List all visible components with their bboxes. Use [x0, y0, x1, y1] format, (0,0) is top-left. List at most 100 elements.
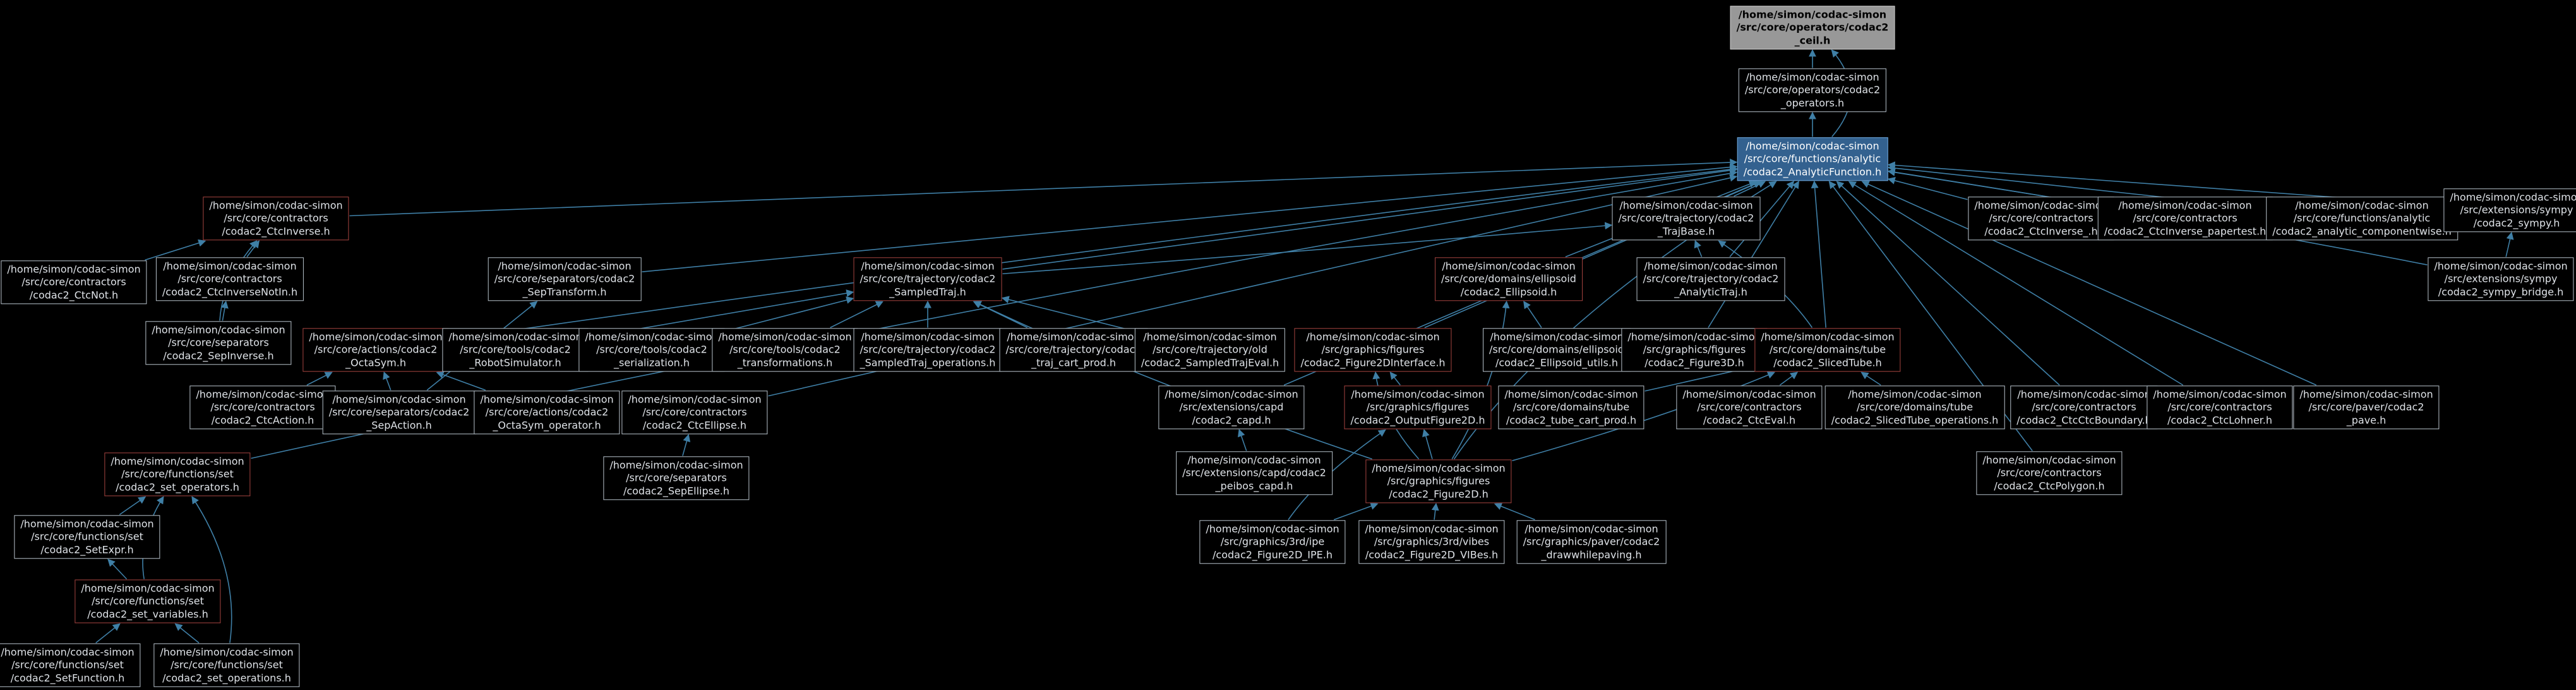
graph-node-trajcartprod[interactable]: /home/simon/codac-simon/src/core/traject…: [999, 328, 1148, 372]
graph-node-analyticfunction[interactable]: /home/simon/codac-simon/src/core/functio…: [1737, 137, 1888, 181]
graph-node-setvariables[interactable]: /home/simon/codac-simon/src/core/functio…: [75, 579, 221, 624]
include-edge-setvariables-to-setexpr: [107, 559, 128, 580]
node-path-line: /codac2_sympy_bridge.h: [2438, 286, 2564, 298]
include-edge-figure2d-to-ellipsoid: [1451, 300, 1510, 459]
graph-node-setfunction[interactable]: /home/simon/codac-simon/src/core/functio…: [0, 643, 141, 687]
node-path-line: /codac2_SlicedTube_operations.h: [1831, 414, 1999, 427]
graph-node-ctcctcboundary[interactable]: /home/simon/codac-simon/src/core/contrac…: [2010, 385, 2158, 430]
graph-node-slicedtube[interactable]: /home/simon/codac-simon/src/core/domains…: [1754, 328, 1901, 372]
graph-node-ctcaction[interactable]: /home/simon/codac-simon/src/core/contrac…: [189, 385, 336, 430]
graph-node-sampledtrajeval[interactable]: /home/simon/codac-simon/src/core/traject…: [1134, 328, 1286, 372]
graph-node-sampledtraj[interactable]: /home/simon/codac-simon/src/core/traject…: [853, 257, 1002, 301]
node-path-line: /codac2_SepInverse.h: [163, 349, 274, 362]
node-path-line: /src/core/functions/set: [31, 530, 143, 543]
node-path-line: /codac2_Figure2DInterface.h: [1300, 356, 1446, 369]
node-path-line: /home/simon/codac-simon: [2153, 388, 2287, 401]
node-path-line: _TrajBase.h: [1657, 225, 1715, 238]
include-edge-figure3d-to-analyticfunction: [1708, 180, 1799, 328]
graph-node-analyticcomponentwise[interactable]: /home/simon/codac-simon/src/core/functio…: [2266, 197, 2458, 241]
graph-node-trajbase[interactable]: /home/simon/codac-simon/src/core/traject…: [1612, 197, 1761, 241]
node-path-line: /src/core/operators/codac2: [1744, 83, 1881, 96]
node-path-line: /home/simon/codac-simon: [1007, 330, 1141, 343]
node-path-line: /codac2_SampledTrajEval.h: [1141, 356, 1279, 369]
node-path-line: /codac2_set_operations.h: [162, 672, 291, 684]
graph-node-septransform[interactable]: /home/simon/codac-simon/src/core/separat…: [488, 257, 642, 301]
node-path-line: /src/core/functions/set: [92, 595, 204, 607]
include-edge-ctcaction-to-octasym: [306, 372, 333, 386]
graph-node-capd[interactable]: /home/simon/codac-simon/src/extensions/c…: [1158, 385, 1305, 430]
graph-node-transformations[interactable]: /home/simon/codac-simon/src/core/tools/c…: [712, 328, 858, 372]
graph-node-sympy[interactable]: /home/simon/codac-simon/src/extensions/s…: [2443, 188, 2576, 233]
graph-node-pave[interactable]: /home/simon/codac-simon/src/core/paver/c…: [2293, 385, 2440, 430]
graph-node-figure3d[interactable]: /home/simon/codac-simon/src/graphics/fig…: [1621, 328, 1768, 372]
graph-node-sepinverse[interactable]: /home/simon/codac-simon/src/core/separat…: [145, 321, 292, 365]
graph-node-analytictraj[interactable]: /home/simon/codac-simon/src/core/traject…: [1636, 257, 1785, 301]
graph-node-ellipsoidutils[interactable]: /home/simon/codac-simon/src/core/domains…: [1483, 328, 1631, 372]
node-path-line: /codac2_AnalyticFunction.h: [1743, 166, 1882, 178]
node-path-line: /home/simon/codac-simon: [1372, 462, 1506, 475]
node-path-line: /codac2_SetFunction.h: [10, 672, 125, 684]
graph-node-ctcellipse[interactable]: /home/simon/codac-simon/src/core/contrac…: [621, 390, 768, 435]
node-path-line: /home/simon/codac-simon: [160, 646, 294, 658]
node-path-line: /home/simon/codac-simon: [111, 455, 244, 468]
graph-node-outputfigure2d[interactable]: /home/simon/codac-simon/src/graphics/fig…: [1344, 385, 1492, 430]
graph-node-drawwhilepaving[interactable]: /home/simon/codac-simon/src/graphics/pav…: [1516, 520, 1667, 564]
include-edge-figure2d-to-sampledtraj: [973, 301, 1372, 460]
node-path-line: /src/core/domains/tube: [1769, 343, 1886, 356]
graph-node-ceil[interactable]: /home/simon/codac-simon/src/core/operato…: [1730, 6, 1895, 50]
graph-node-robotsimulator[interactable]: /home/simon/codac-simon/src/core/tools/c…: [442, 328, 589, 372]
graph-node-operators[interactable]: /home/simon/codac-simon/src/core/operato…: [1738, 68, 1887, 112]
node-path-line: /src/core/trajectory/codac2: [860, 272, 996, 285]
node-path-line: /src/core/domains/ellipsoid: [1489, 343, 1624, 356]
node-path-line: /home/simon/codac-simon: [2450, 191, 2576, 203]
node-path-line: _pave.h: [2346, 414, 2387, 427]
node-path-line: /home/simon/codac-simon: [1143, 330, 1277, 343]
graph-node-sampledtrajops[interactable]: /home/simon/codac-simon/src/core/traject…: [853, 328, 1002, 372]
graph-node-sepaction[interactable]: /home/simon/codac-simon/src/core/separat…: [322, 390, 476, 435]
graph-node-ctceval[interactable]: /home/simon/codac-simon/src/core/contrac…: [1676, 385, 1823, 430]
node-path-line: _OctaSym_operator.h: [493, 419, 601, 432]
graph-node-octasymoperator[interactable]: /home/simon/codac-simon/src/core/actions…: [474, 390, 620, 435]
graph-node-setexpr[interactable]: /home/simon/codac-simon/src/core/functio…: [14, 515, 160, 559]
graph-node-setoperators[interactable]: /home/simon/codac-simon/src/core/functio…: [104, 452, 251, 497]
node-path-line: /src/core/contractors: [21, 275, 126, 288]
node-path-line: /src/core/contractors: [1697, 401, 1802, 413]
graph-node-sympybridge[interactable]: /home/simon/codac-simon/src/extensions/s…: [2428, 257, 2574, 301]
include-edge-transformations-to-sampledtraj: [830, 301, 884, 329]
include-edge-sampledtrajeval-to-sampledtraj: [1001, 296, 1135, 332]
include-edge-setfunction-to-setvariables: [95, 623, 121, 644]
graph-node-figure2dipe[interactable]: /home/simon/codac-simon/src/graphics/3rd…: [1199, 520, 1346, 564]
graph-node-ctcinverse[interactable]: /home/simon/codac-simon/src/core/contrac…: [203, 197, 349, 241]
node-path-line: /src/core/functions/set: [121, 468, 234, 480]
node-path-line: /home/simon/codac-simon: [448, 330, 582, 343]
node-path-line: /src/core/contractors: [2032, 401, 2136, 413]
node-path-line: /codac2_SlicedTube.h: [1773, 356, 1882, 369]
graph-node-peiboscapd[interactable]: /home/simon/codac-simon/src/extensions/c…: [1176, 451, 1333, 495]
graph-node-figure2dinterface[interactable]: /home/simon/codac-simon/src/graphics/fig…: [1294, 328, 1452, 372]
node-path-line: _serialization.h: [614, 356, 690, 369]
node-path-line: /codac2_CtcInverseNotIn.h: [162, 286, 298, 298]
graph-node-octasym[interactable]: /home/simon/codac-simon/src/core/actions…: [303, 328, 449, 372]
graph-node-ctcinversenotin[interactable]: /home/simon/codac-simon/src/core/contrac…: [155, 257, 304, 301]
node-path-line: /home/simon/codac-simon: [861, 330, 995, 343]
graph-node-figure2d[interactable]: /home/simon/codac-simon/src/graphics/fig…: [1365, 459, 1512, 504]
graph-node-sepellipse[interactable]: /home/simon/codac-simon/src/core/separat…: [603, 456, 750, 500]
node-path-line: /home/simon/codac-simon: [209, 199, 343, 212]
node-path-line: /src/extensions/sympy: [2460, 203, 2573, 216]
graph-node-ctcpolygon[interactable]: /home/simon/codac-simon/src/core/contrac…: [1976, 451, 2123, 495]
graph-node-slicedtubeops[interactable]: /home/simon/codac-simon/src/core/domains…: [1824, 385, 2005, 430]
include-edge-sepinverse-to-ctcinversenotin: [220, 300, 229, 321]
graph-node-setoperations[interactable]: /home/simon/codac-simon/src/core/functio…: [153, 643, 300, 687]
graph-node-ctcinversepapertest[interactable]: /home/simon/codac-simon/src/core/contrac…: [2097, 197, 2273, 241]
graph-node-serialization[interactable]: /home/simon/codac-simon/src/core/tools/c…: [578, 328, 725, 372]
node-path-line: /home/simon/codac-simon: [1, 646, 135, 658]
graph-node-ctcinverse2[interactable]: /home/simon/codac-simon/src/core/contrac…: [1968, 197, 2114, 241]
graph-node-ctclohner[interactable]: /home/simon/codac-simon/src/core/contrac…: [2147, 385, 2293, 430]
include-edge-peiboscapd-to-capd: [1237, 428, 1247, 451]
graph-node-ctcnot[interactable]: /home/simon/codac-simon/src/core/contrac…: [1, 260, 147, 305]
graph-node-tubecartprod[interactable]: /home/simon/codac-simon/src/core/domains…: [1498, 385, 1644, 430]
graph-node-ellipsoid[interactable]: /home/simon/codac-simon/src/core/domains…: [1435, 257, 1583, 301]
node-path-line: /src/extensions/capd/codac2: [1182, 466, 1326, 479]
graph-node-figure2dvibes[interactable]: /home/simon/codac-simon/src/graphics/3rd…: [1358, 520, 1505, 564]
node-path-line: /src/core/actions/codac2: [485, 406, 609, 418]
